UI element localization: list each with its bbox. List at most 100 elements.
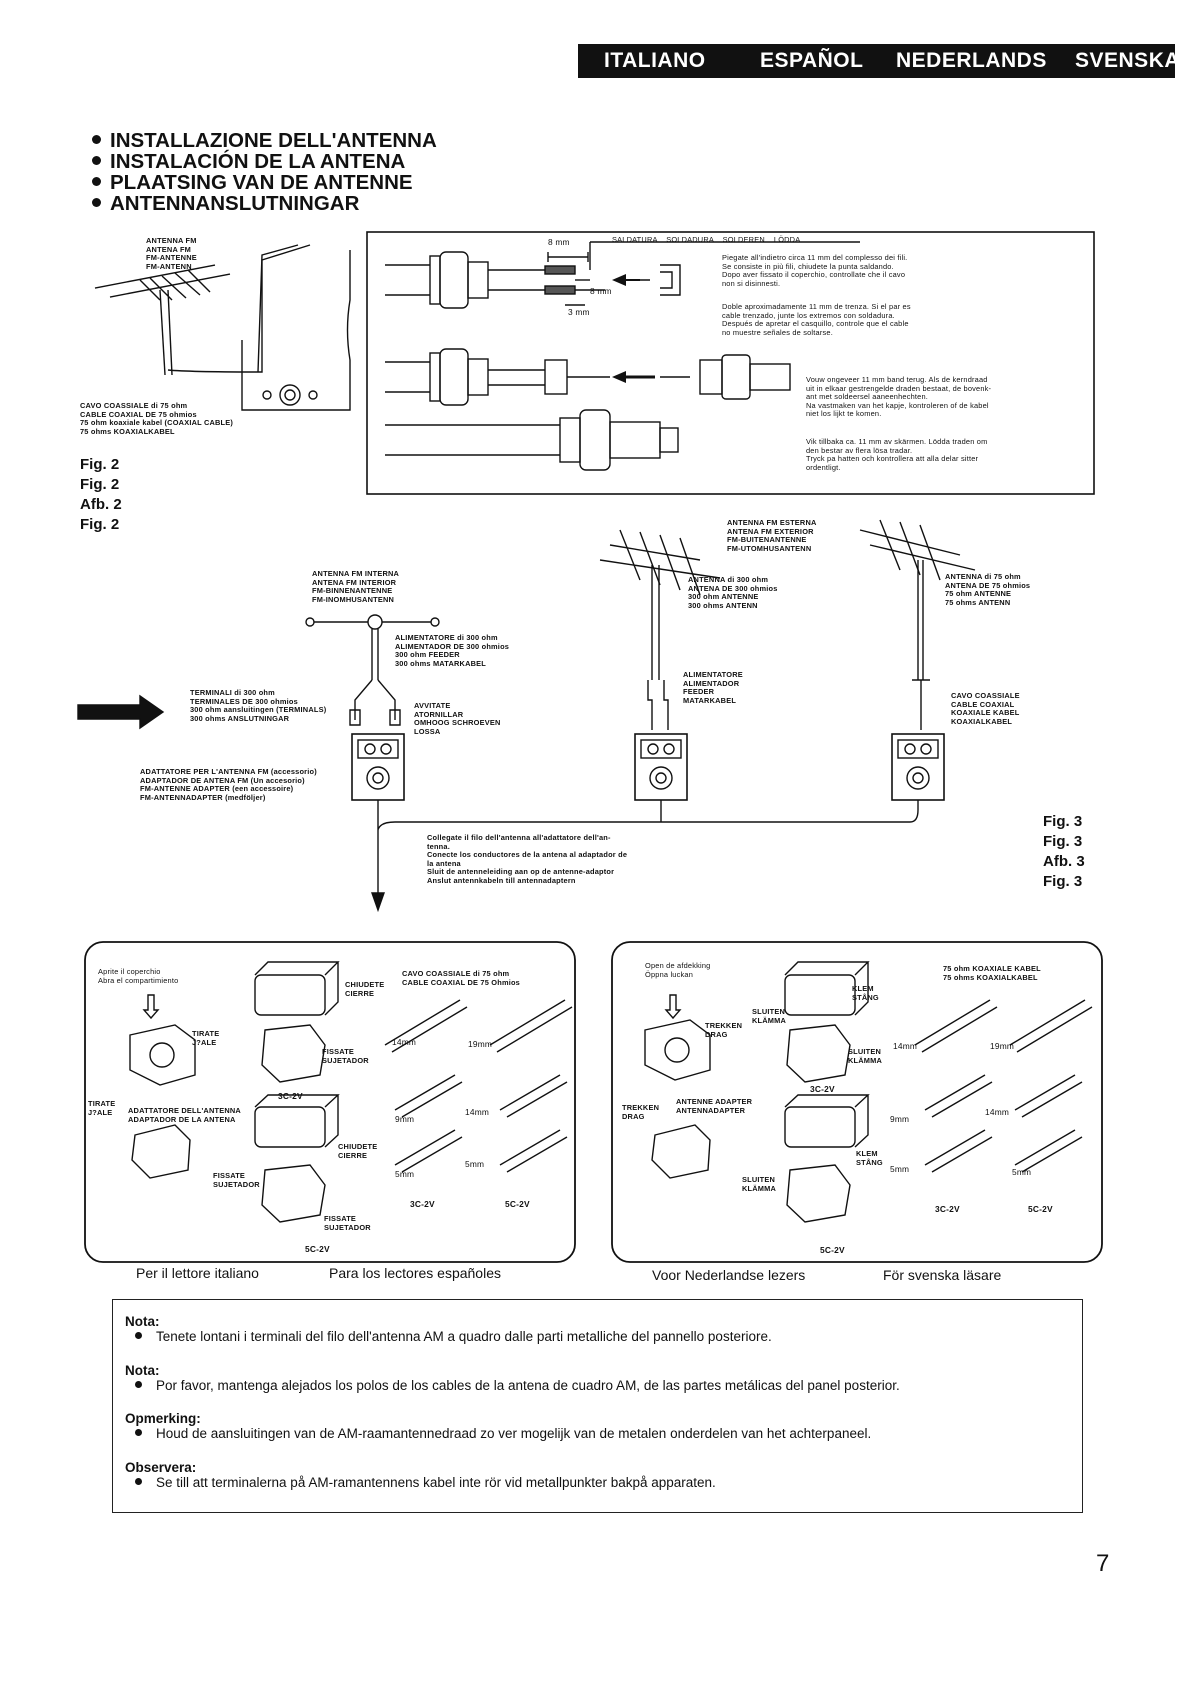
fig2-rooftop-antenna-icon [94, 244, 311, 376]
right-dim-5mm: 5mm [890, 1164, 910, 1174]
panel-left-cables-icons [384, 999, 573, 1173]
connector-step-2-icon [385, 348, 791, 406]
fig2-labels: Fig. 2 Fig. 2 Afb. 2 Fig. 2 [80, 455, 122, 535]
note-swedish: Observera: Se till att terminalerna på A… [125, 1460, 716, 1490]
outdoor-300-antenna-icon [599, 529, 721, 730]
note-spanish: Nota: Por favor, mantenga alejados los p… [125, 1363, 900, 1393]
caption-italian: Per il lettore italiano [136, 1265, 259, 1281]
title-dutch: PLAATSING VAN DE ANTENNE [92, 172, 437, 193]
caption-dutch: Voor Nederlandse lezers [652, 1267, 806, 1283]
fig2-label-es: Fig. 2 [80, 476, 120, 493]
page-number: 7 [1096, 1550, 1110, 1577]
caption-spanish: Para los lectores españoles [329, 1265, 501, 1281]
right-pull-label-2: TREKKEN DRAG [622, 1103, 660, 1121]
fig3-label-es: Fig. 3 [1043, 833, 1083, 850]
fm-adapter-2-icon [634, 733, 688, 801]
left-fix-label-3: FISSATE SUJETADOR [324, 1214, 371, 1232]
arrow-right-icon [77, 694, 165, 730]
right-close-label-3: SLUITEN KLÄMMA [742, 1175, 777, 1193]
arrow-left-icon-2 [612, 371, 626, 383]
panel-right-adapter-icons [644, 961, 870, 1223]
right-clamp-label: KLEM STÅNG [852, 984, 879, 1002]
arrow-left-icon [612, 274, 626, 286]
note-dutch: Opmerking: Houd de aansluitingen van de … [125, 1411, 871, 1441]
right-model-5c: 5C-2V [1028, 1204, 1053, 1214]
indoor-dipole-antenna-icon [305, 614, 440, 726]
fig2-label-nl: Afb. 2 [80, 496, 122, 513]
right-close-label-2: SLUITEN KLÄMMA [848, 1047, 883, 1065]
connecting-cable [377, 800, 919, 831]
fig2-antenna-label: ANTENNA FM ANTENA FM FM-ANTENNE FM-ANTEN… [146, 236, 197, 271]
connector-step-1-icon [385, 241, 860, 309]
fig2-label-it: Fig. 2 [80, 456, 120, 473]
right-model-3c-top: 3C-2V [810, 1084, 835, 1094]
left-dim-14mm: 14mm [392, 1037, 417, 1047]
note-italian: Nota: Tenete lontani i terminali del fil… [125, 1314, 772, 1344]
left-adapter-label: ADATTATORE DELL'ANTENNA ADAPTADOR DE LA … [128, 1106, 241, 1124]
right-close-label: SLUITEN KLÄMMA [752, 1007, 787, 1025]
lang-dutch: NEDERLANDS [896, 49, 1047, 72]
fig3-feeder2-label: ALIMENTATORE ALIMENTADOR FEEDER MATARKAB… [683, 670, 743, 705]
fig3-label-it: Fig. 3 [1043, 813, 1083, 830]
note-title: Opmerking: [125, 1411, 201, 1426]
fig3-indoor-antenna-label: ANTENNA FM INTERNA ANTENA FM INTERIOR FM… [312, 569, 400, 604]
note-text: Por favor, mantenga alejados los polos d… [156, 1378, 900, 1393]
connector-step-3-icon [385, 409, 679, 471]
section-titles: INSTALLAZIONE DELL'ANTENNA INSTALACIÓN D… [92, 130, 437, 214]
left-cable-label: CAVO COASSIALE di 75 ohm CABLE COAXIAL D… [402, 969, 520, 987]
fig2-text-italian: Piegate all'indietro circa 11 mm del com… [722, 253, 908, 288]
language-bar: ITALIANO ESPAÑOL NEDERLANDS SVENSKA [578, 44, 1180, 78]
left-fix-label: FISSATE SUJETADOR [322, 1047, 369, 1065]
fig3-coax-label: CAVO COASSIALE CABLE COAXIAL KOAXIALE KA… [951, 691, 1020, 726]
fig2-cable-label: CAVO COASSIALE di 75 ohm CABLE COAXIAL D… [80, 401, 234, 436]
fig2-label-sv: Fig. 2 [80, 516, 120, 533]
note-title: Observera: [125, 1460, 197, 1475]
panel-right-frame [611, 941, 1103, 1263]
right-dim-19mm: 19mm [990, 1041, 1015, 1051]
panel-left-adapter-icons [129, 961, 340, 1223]
lang-italian: ITALIANO [604, 49, 706, 72]
outdoor-75-antenna-icon [859, 519, 976, 730]
right-model-5c-bottom: 5C-2V [820, 1245, 845, 1255]
left-dim-5mm-b: 5mm [465, 1159, 485, 1169]
right-dim-14mm: 14mm [893, 1041, 918, 1051]
left-pull-label: TIRATE J?ALE [192, 1029, 220, 1047]
panel-left-frame [84, 941, 576, 1263]
panel-right-cables-icons [914, 999, 1093, 1173]
fig3-75ohm-antenna-label: ANTENNA di 75 ohm ANTENA DE 75 ohmios 75… [945, 572, 1031, 607]
fig3-300ohm-antenna-label: ANTENNA di 300 ohm ANTENA DE 300 ohmios … [688, 575, 778, 610]
fig2-frame [366, 231, 1095, 495]
left-dim-5mm: 5mm [395, 1169, 415, 1179]
fig3-labels: Fig. 3 Fig. 3 Afb. 3 Fig. 3 [1043, 812, 1085, 892]
note-text: Se till att terminalerna på AM-ramantenn… [156, 1475, 716, 1490]
left-open-cover-label: Aprite il coperchio Abra el compartimien… [98, 967, 179, 985]
fig3-loosen-label: AVVITATE ATORNILLAR OMHOOG SCHROEVEN LOS… [414, 701, 501, 736]
fig3-label-nl: Afb. 3 [1043, 853, 1085, 870]
left-model-5c: 5C-2V [505, 1199, 530, 1209]
left-fix-label-2: FISSATE SUJETADOR [213, 1171, 260, 1189]
left-model-5c-bottom: 5C-2V [305, 1244, 330, 1254]
left-model-3c-top: 3C-2V [278, 1091, 303, 1101]
arrow-down-icon [371, 892, 385, 913]
right-open-cover-label: Open de afdekking Öppna luckan [645, 961, 711, 979]
fig2-text-swedish: Vik tillbaka ca. 11 mm av skärmen. Lödda… [806, 437, 988, 472]
fig2-dimension-8mm: 8 mm [590, 286, 612, 296]
fig2-dimension-8mm-top: 8 mm [548, 237, 570, 247]
right-dim-14mm-b: 14mm [985, 1107, 1010, 1117]
fig3-feeder-label: ALIMENTATORE di 300 ohm ALIMENTADOR DE 3… [395, 633, 510, 668]
fig3-terminals-label: TERMINALI di 300 ohm TERMINALES DE 300 o… [190, 688, 327, 723]
fig3-outdoor-antenna-label: ANTENNA FM ESTERNA ANTENA FM EXTERIOR FM… [727, 518, 817, 553]
note-text: Tenete lontani i terminali del filo dell… [156, 1329, 772, 1344]
notes-box: Nota: Tenete lontani i terminali del fil… [112, 1299, 1083, 1513]
right-clamp-label-2: KLEM STÅNG [856, 1149, 883, 1167]
lang-spanish: ESPAÑOL [760, 49, 864, 72]
fig2-text-dutch: Vouw ongeveer 11 mm band terug. Als de k… [806, 375, 992, 419]
right-adapter-label: ANTENNE ADAPTER ANTENNADAPTER [676, 1097, 753, 1115]
fm-adapter-3-icon [891, 733, 945, 801]
lang-swedish: SVENSKA [1075, 49, 1181, 72]
title-italian: INSTALLAZIONE DELL'ANTENNA [92, 130, 437, 151]
right-cable-label: 75 ohm KOAXIALE KABEL 75 ohms KOAXIALKAB… [943, 964, 1041, 982]
left-dim-9mm: 9mm [395, 1114, 415, 1124]
fig3-adapter-label: ADATTATORE PER L'ANTENNA FM (accessorio)… [140, 767, 317, 802]
